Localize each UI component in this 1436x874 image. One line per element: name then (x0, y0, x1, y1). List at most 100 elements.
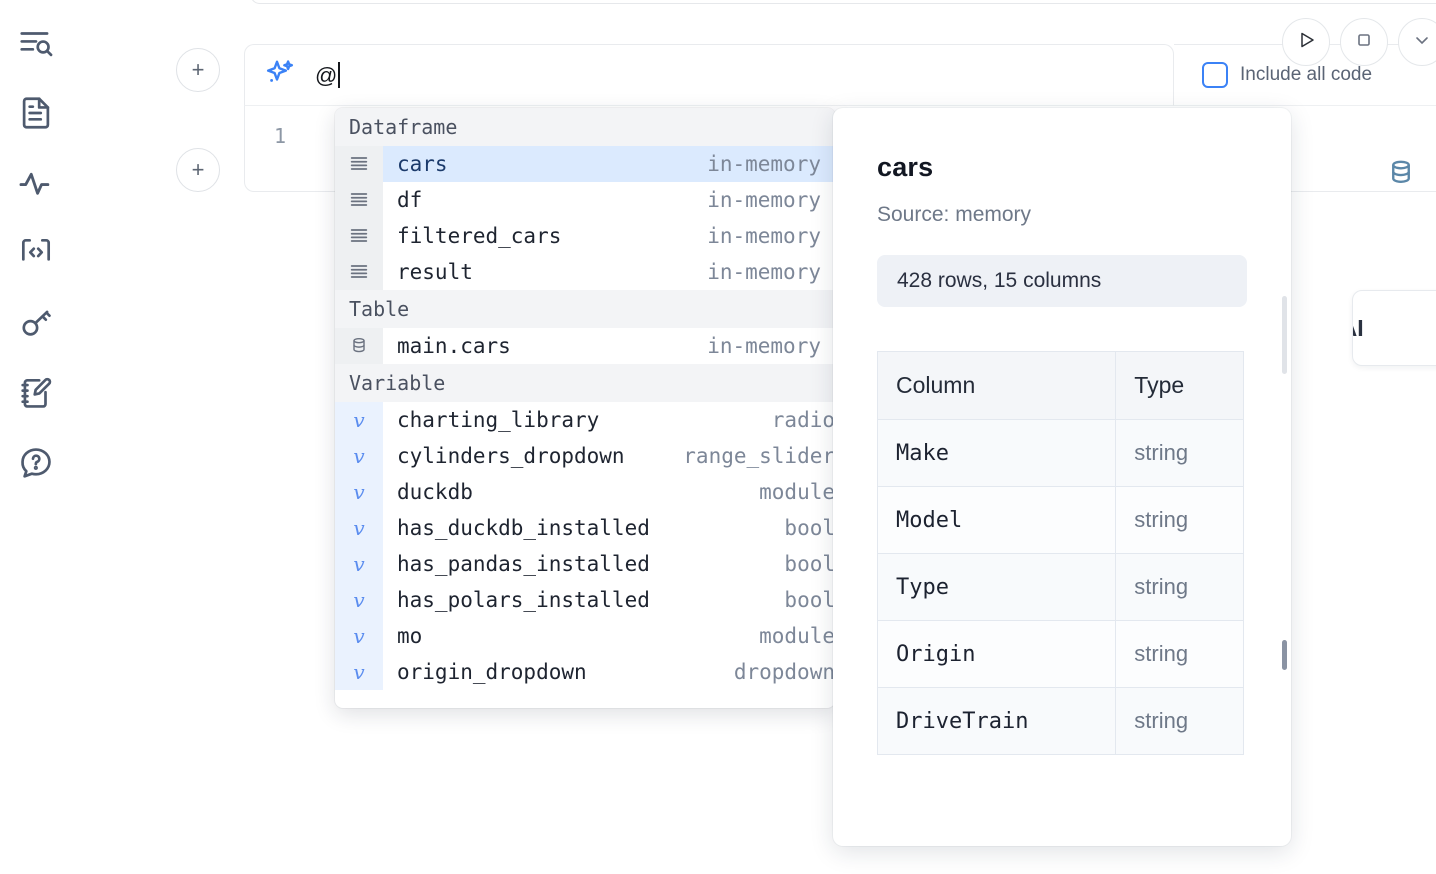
ai-prompt-input[interactable]: @ (315, 61, 341, 89)
autocomplete-group-header: Table (335, 290, 835, 328)
variable-icon: v (335, 654, 383, 690)
include-all-code-row[interactable]: Include all code (1202, 62, 1372, 88)
play-icon (1294, 28, 1318, 57)
variable-icon: v (335, 510, 383, 546)
sidebar-item-help[interactable] (13, 438, 59, 488)
search-list-icon (17, 24, 55, 62)
activity-icon (17, 164, 55, 202)
documentation-panel: cars Source: memory 428 rows, 15 columns… (833, 108, 1291, 846)
notepad-edit-icon (17, 374, 55, 412)
ai-prompt-options: Include all code (1174, 44, 1436, 106)
doc-column-name: Origin (876, 620, 1117, 688)
autocomplete-item[interactable]: filtered_cars in-memory (335, 218, 835, 254)
variable-icon: v (335, 582, 383, 618)
previous-cell-stub (250, 0, 1436, 4)
doc-column-name: DriveTrain (876, 687, 1117, 755)
autocomplete-item-name: cylinders_dropdown (397, 444, 625, 468)
run-cell-button[interactable] (1282, 18, 1330, 66)
add-cell-button-bottom[interactable]: + (176, 148, 220, 192)
plus-icon: + (191, 157, 205, 182)
autocomplete-item-name: duckdb (397, 480, 473, 504)
doc-table-header: Type (1115, 351, 1244, 420)
autocomplete-item-kind: in-memory (707, 188, 821, 212)
doc-source: Source: memory (877, 203, 1032, 226)
sidebar-item-notebook[interactable] (13, 88, 59, 138)
sidebar-rail (0, 0, 72, 874)
key-icon (17, 304, 55, 342)
autocomplete-group-header: Variable (335, 364, 835, 402)
stop-cell-button[interactable] (1340, 18, 1388, 66)
doc-scrollbar-thumb-secondary[interactable] (1282, 640, 1287, 670)
more-actions-button[interactable] (1398, 18, 1436, 66)
autocomplete-item-kind: module (759, 480, 835, 504)
chevron-down-icon (1410, 28, 1434, 57)
ai-prompt-cell[interactable]: @ (244, 44, 1174, 106)
document-icon (17, 94, 55, 132)
autocomplete-item-name: has_pandas_installed (397, 552, 650, 576)
doc-column-type: string (1115, 486, 1244, 554)
sidebar-item-scratchpad[interactable] (13, 368, 59, 418)
cell-run-controls (1282, 18, 1436, 66)
line-number: 1 (273, 124, 287, 148)
dataframe-icon (335, 146, 383, 182)
variable-icon: v (335, 618, 383, 654)
autocomplete-item-name: main.cars (397, 334, 511, 358)
database-icon[interactable] (1386, 158, 1416, 193)
autocomplete-item[interactable]: df in-memory (335, 182, 835, 218)
dataframe-icon (335, 182, 383, 218)
generate-with-ai-button[interactable]: h AI (1352, 290, 1436, 366)
sidebar-item-snippets[interactable] (13, 228, 59, 278)
doc-shape-badge: 428 rows, 15 columns (877, 255, 1247, 307)
autocomplete-item-kind: bool (784, 588, 835, 612)
include-all-code-checkbox[interactable] (1202, 62, 1228, 88)
add-cell-button-top[interactable]: + (176, 48, 220, 92)
dataframe-icon (335, 218, 383, 254)
variable-icon: v (335, 438, 383, 474)
doc-column-type: string (1115, 553, 1244, 621)
autocomplete-item[interactable]: v has_polars_installed bool (335, 582, 835, 618)
doc-table-header: Column (876, 351, 1117, 420)
code-cell-icons: M (1386, 158, 1436, 193)
doc-title: cars (877, 152, 934, 182)
sidebar-item-variables[interactable] (13, 158, 59, 208)
doc-column-type: string (1115, 419, 1244, 487)
generate-with-ai-label: h AI (1353, 314, 1364, 341)
variable-icon: v (335, 402, 383, 438)
help-chat-icon (17, 444, 55, 482)
doc-column-type: string (1115, 620, 1244, 688)
autocomplete-item-name: charting_library (397, 408, 600, 432)
autocomplete-item-name: df (397, 188, 423, 212)
autocomplete-item-kind: in-memory (707, 224, 821, 248)
doc-scrollbar[interactable] (1282, 120, 1287, 834)
autocomplete-item-name: filtered_cars (397, 224, 562, 248)
include-all-code-label: Include all code (1240, 64, 1373, 85)
doc-column-name: Type (876, 553, 1117, 621)
variable-icon: v (335, 546, 383, 582)
sidebar-item-explore[interactable] (13, 18, 59, 68)
autocomplete-item-name: has_polars_installed (397, 588, 650, 612)
doc-scrollbar-thumb[interactable] (1282, 296, 1287, 374)
autocomplete-item-kind: in-memory (707, 152, 821, 176)
text-caret (338, 61, 341, 88)
table-icon (335, 328, 383, 364)
ai-prompt-value: @ (315, 62, 338, 88)
variable-icon: v (335, 474, 383, 510)
doc-column-name: Model (876, 486, 1117, 554)
sidebar-item-secrets[interactable] (13, 298, 59, 348)
